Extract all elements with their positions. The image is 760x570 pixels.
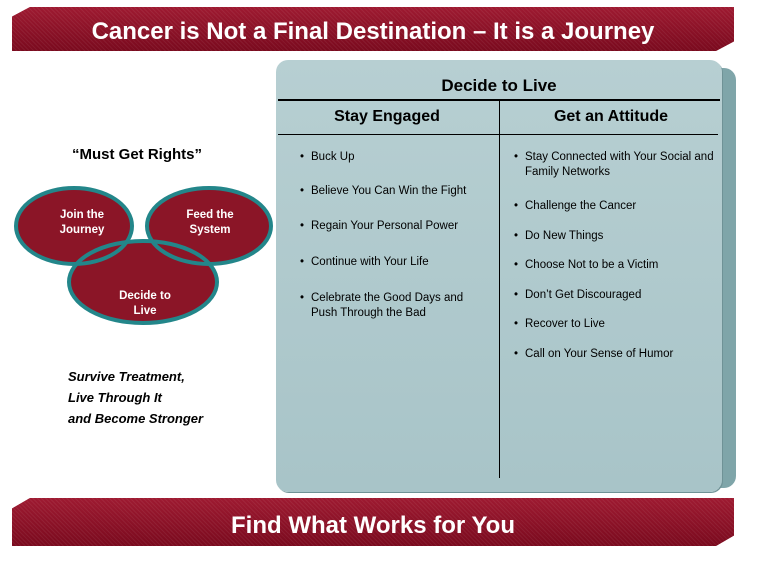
venn-label-feed-1: Feed the: [186, 209, 233, 221]
list-item: •Don’t Get Discouraged: [514, 289, 642, 301]
list-item: •Call on Your Sense of Humor: [514, 348, 674, 360]
header-banner: Cancer is Not a Final Destination – It i…: [12, 7, 734, 51]
page-title: Cancer is Not a Final Destination – It i…: [91, 18, 655, 45]
rights-title: “Must Get Rights”: [72, 146, 202, 163]
column-heading-get-an-attitude: Get an Attitude: [553, 108, 669, 125]
list-item: •Celebrate the Good Days and Push Throug…: [300, 292, 464, 319]
decide-to-live-panel: Decide to Live Stay Engaged Get an Attit…: [276, 60, 722, 492]
list-item: •Challenge the Cancer: [514, 200, 637, 212]
panel-title: Decide to Live: [441, 76, 557, 95]
list-item: •Stay Connected with Your Social and Fam…: [514, 151, 714, 178]
column-divider: [499, 100, 500, 478]
list-item: •Recover to Live: [514, 318, 605, 330]
column-heading-divider: [278, 134, 718, 135]
tagline: Survive Treatment, Live Through It and B…: [68, 366, 203, 429]
list-item: •Believe You Can Win the Fight: [300, 185, 467, 197]
footer-banner: Find What Works for You: [12, 498, 734, 546]
venn-label-decide-2: Live: [133, 305, 156, 317]
venn-rings: [14, 186, 273, 325]
venn-ring-decide: [67, 239, 219, 325]
list-item: •Continue with Your Life: [300, 256, 429, 268]
list-item: •Buck Up: [300, 151, 355, 163]
venn-label-feed-2: System: [190, 224, 231, 236]
list-item: •Choose Not to be a Victim: [514, 259, 659, 271]
footer-title: Find What Works for You: [231, 512, 515, 539]
tagline-line-3: and Become Stronger: [68, 411, 204, 426]
tagline-line-1: Survive Treatment,: [68, 369, 185, 384]
venn-label-decide-1: Decide to: [119, 290, 171, 302]
column-heading-stay-engaged: Stay Engaged: [334, 108, 440, 125]
venn-diagram: Join the Journey Feed the System Decide …: [14, 186, 273, 325]
list-item: •Regain Your Personal Power: [300, 220, 459, 232]
venn-label-join-2: Journey: [60, 224, 105, 236]
tagline-line-2: Live Through It: [68, 390, 162, 405]
list-item: •Do New Things: [514, 230, 604, 242]
venn-circle-join: [16, 188, 132, 264]
venn-label-join-1: Join the: [60, 209, 104, 221]
